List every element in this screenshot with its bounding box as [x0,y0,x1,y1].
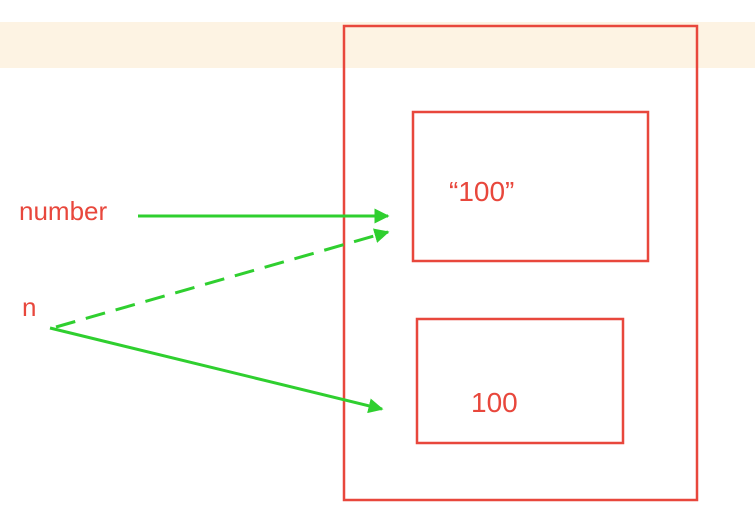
number-value-text: 100 [471,387,518,418]
n-to-number-arrow [49,326,384,414]
number-value-box [415,317,625,445]
string-value-box [411,110,650,263]
n-to-string-dashed-arrow [55,228,390,329]
memory-container [342,24,699,502]
highlight-band [0,22,755,68]
string-value-text: “100” [449,176,514,207]
variable-number-label: number [19,196,107,226]
variable-n-label: n [22,292,36,322]
